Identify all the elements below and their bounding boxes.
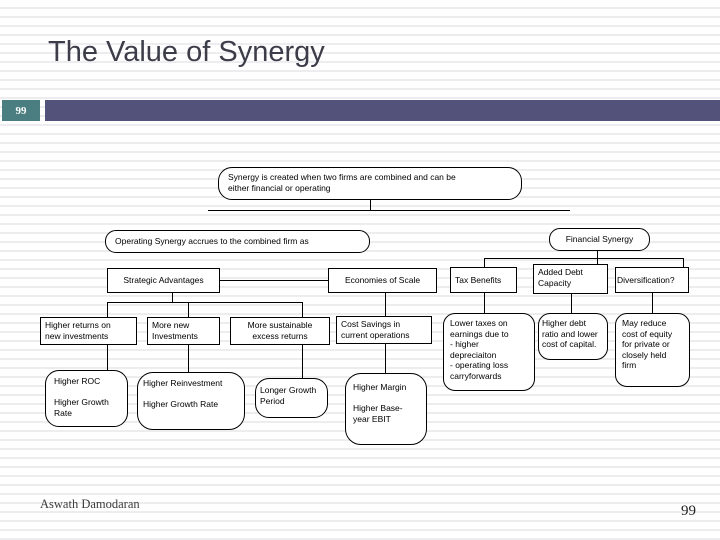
node-higher-reinvestment: Higher Reinvestment Higher Growth Rate bbox=[137, 372, 245, 430]
node-diversification: Diversification? bbox=[615, 267, 689, 293]
slide-title: The Value of Synergy bbox=[48, 36, 325, 68]
footer-author: Aswath Damodaran bbox=[40, 497, 140, 511]
node-synergy-root: Synergy is created when two firms are co… bbox=[218, 167, 522, 200]
node-higher-returns: Higher returns on new investments bbox=[40, 317, 137, 345]
node-operating-synergy: Operating Synergy accrues to the combine… bbox=[105, 230, 370, 253]
node-financial-synergy: Financial Synergy bbox=[549, 228, 650, 251]
node-more-sustainable-returns: More sustainable excess returns bbox=[230, 317, 330, 345]
node-strategic-advantages: Strategic Advantages bbox=[107, 268, 220, 293]
node-may-reduce-cost-of-equity: May reduce cost of equity for private or… bbox=[615, 313, 690, 387]
node-tax-benefits: Tax Benefits bbox=[450, 267, 517, 293]
node-longer-growth-period: Longer Growth Period bbox=[255, 378, 328, 418]
node-more-new-investments: More new Investments bbox=[147, 317, 220, 345]
node-lower-taxes: Lower taxes on earnings due to - higher … bbox=[443, 313, 535, 391]
node-cost-savings: Cost Savings in current operations bbox=[336, 316, 432, 344]
node-higher-debt-ratio: Higher debt ratio and lower cost of capi… bbox=[538, 313, 608, 360]
node-economies-of-scale: Economies of Scale bbox=[328, 268, 437, 293]
header-accent-bar bbox=[45, 100, 720, 121]
slide-number-badge: 99 bbox=[2, 100, 40, 121]
node-added-debt-capacity: Added Debt Capacity bbox=[533, 264, 608, 294]
node-higher-roc: Higher ROC Higher Growth Rate bbox=[45, 370, 128, 427]
footer-page-number: 99 bbox=[681, 503, 696, 519]
node-higher-margin: Higher Margin Higher Base- year EBIT bbox=[345, 373, 427, 445]
